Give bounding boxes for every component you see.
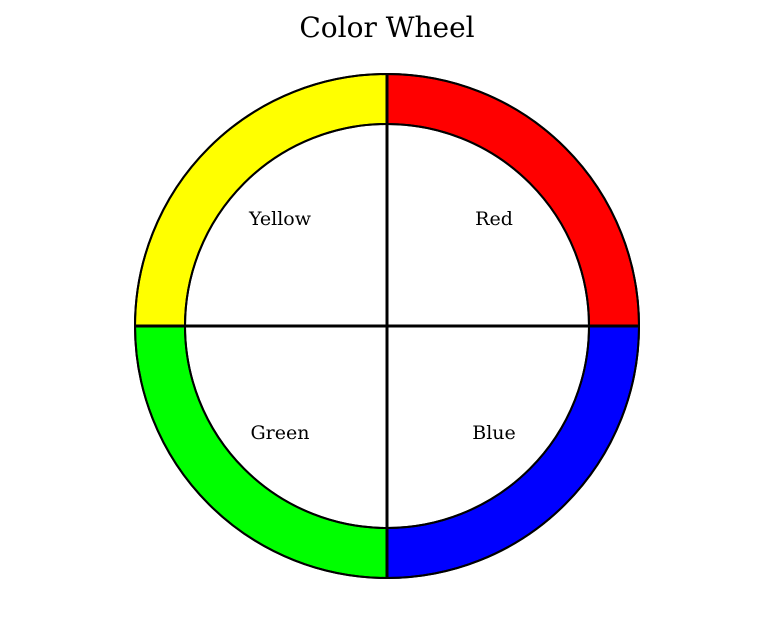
ring-segment-blue — [386, 325, 641, 580]
segment-label-red: Red — [475, 208, 513, 230]
segment-label-yellow: Yellow — [248, 208, 312, 230]
quadrant-dividers — [135, 74, 639, 578]
segment-label-blue: Blue — [472, 422, 516, 444]
segment-label-green: Green — [251, 422, 310, 444]
page-title: Color Wheel — [299, 11, 474, 44]
ring-segment-green — [133, 325, 388, 580]
ring-segment-red — [386, 72, 641, 327]
ring-segment-yellow — [133, 72, 388, 327]
